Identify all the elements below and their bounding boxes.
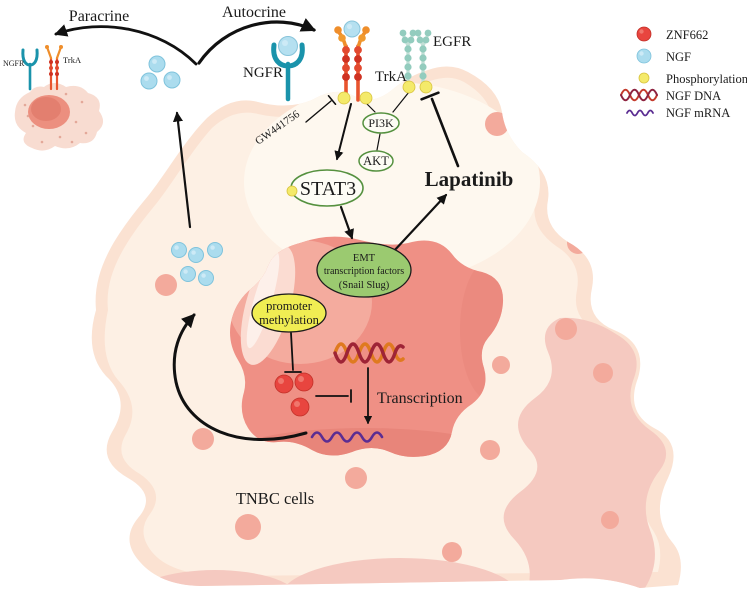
- ngf-extracellular-dots: [140, 55, 181, 90]
- ngf-ligand: [278, 36, 298, 56]
- tnbc-cells-label: TNBC cells: [236, 489, 314, 508]
- znf662-proteins: [274, 372, 314, 417]
- line-trka-pi3k: [366, 103, 376, 113]
- promoter-methylation-node: promoter methylation: [251, 293, 327, 333]
- arrow-stat3-emt: [339, 205, 354, 240]
- legend-row: NGF: [636, 48, 691, 64]
- trka-receptor: [334, 20, 373, 105]
- legend-row: NGF DNA: [620, 88, 721, 103]
- emt-ellipse: [316, 242, 412, 298]
- promoter-ellipse: [251, 293, 327, 333]
- legend-label: Phosphorylation: [666, 72, 747, 86]
- arrow-mrna-ngf: [172, 313, 308, 441]
- ngf-mrna-icon: [310, 431, 384, 443]
- inhibit-promoter-line: [290, 332, 294, 371]
- stat3-label: STAT3: [300, 178, 356, 200]
- nucleus-shade-right: [460, 260, 504, 400]
- ngfr-label: NGFR: [243, 65, 283, 81]
- ngf-dna-icon: [620, 88, 658, 102]
- arrow-trka-stat3: [334, 103, 352, 161]
- legend-row: ZNF662: [636, 26, 708, 42]
- inhibit-lapatinib-bar: [420, 91, 440, 101]
- inhibit-gw441756-line: [305, 100, 332, 123]
- ngf-dna-icon: [333, 342, 405, 364]
- arrow-paracrine: [54, 24, 198, 66]
- small-cell-speckles: [23, 92, 88, 144]
- promoter-label-1: promoter: [266, 299, 313, 313]
- line-pi3k-akt: [376, 133, 381, 151]
- egfr-receptor: [399, 29, 433, 94]
- znf662-dot: [274, 374, 294, 394]
- phosphorylation-dot: [419, 80, 433, 94]
- autocrine-label: Autocrine: [222, 4, 286, 21]
- ngf-mrna-icon: [626, 109, 654, 117]
- znf662-dot: [290, 397, 310, 417]
- legend-label: ZNF662: [666, 28, 708, 42]
- znf662-dot: [294, 372, 314, 392]
- cytoplasm-patch-bottom: [280, 558, 520, 588]
- inhibit-lapatinib-line: [430, 97, 460, 168]
- legend-label: NGF: [666, 50, 691, 64]
- small-ngfr-label: NGFR: [3, 59, 25, 68]
- small-trka-receptor: [45, 45, 63, 91]
- ngf-dot-icon: [636, 48, 652, 64]
- legend-row: NGF mRNA: [626, 106, 730, 120]
- small-ngfr-receptor: [21, 48, 39, 91]
- egfr-label: EGFR: [433, 34, 471, 50]
- legend-label: NGF DNA: [666, 89, 721, 103]
- ngfr-receptor: [271, 36, 305, 102]
- line-egfr-pi3k: [392, 91, 410, 113]
- transcription-label: Transcription: [377, 390, 463, 407]
- znf662-dot-icon: [636, 26, 652, 42]
- legend: ZNF662 NGF Phosphorylation NGF DNA NGF m…: [620, 26, 747, 120]
- emt-label-1: EMT: [353, 253, 376, 264]
- arrow-ngf-secretion: [172, 111, 192, 229]
- phosphorylation-dot-icon: [638, 72, 650, 84]
- stat3-phospho-dot: [286, 185, 298, 197]
- akt-label: AKT: [363, 154, 389, 168]
- signal-arrows: [54, 18, 460, 441]
- small-trka-label: TrkA: [63, 55, 82, 65]
- arrow-emt-lapatinib: [391, 193, 448, 254]
- cytoplasm-patch-right: [503, 317, 667, 588]
- pi3k-node: PI3K: [362, 112, 400, 134]
- arrow-autocrine: [197, 18, 317, 65]
- legend-row: Phosphorylation: [638, 72, 747, 86]
- trka-label: TrkA: [375, 69, 407, 85]
- emt-node: EMT transcription factors (Snail Slug): [316, 242, 412, 298]
- promoter-label-2: methylation: [259, 313, 319, 327]
- tnbc-cell: [91, 66, 681, 588]
- pi3k-label: PI3K: [368, 116, 394, 130]
- lapatinib-label: Lapatinib: [425, 167, 514, 191]
- stat3-node: STAT3: [286, 169, 364, 207]
- paracrine-target-cell: NGFR TrkA: [3, 45, 104, 151]
- ngf-ligand: [343, 20, 361, 38]
- phosphorylation-dot: [402, 80, 416, 94]
- phosphorylation-dot: [337, 91, 351, 105]
- inhibit-gw441756-bar: [327, 95, 337, 105]
- legend-label: NGF mRNA: [666, 106, 730, 120]
- emt-label-2: transcription factors: [324, 266, 404, 277]
- akt-node: AKT: [358, 150, 394, 172]
- ngf-cytoplasm-dots: [171, 242, 223, 286]
- paracrine-label: Paracrine: [69, 8, 129, 25]
- phosphorylation-dot: [359, 91, 373, 105]
- cytoplasm-glow: [244, 82, 540, 282]
- emt-label-3: (Snail Slug): [339, 280, 390, 291]
